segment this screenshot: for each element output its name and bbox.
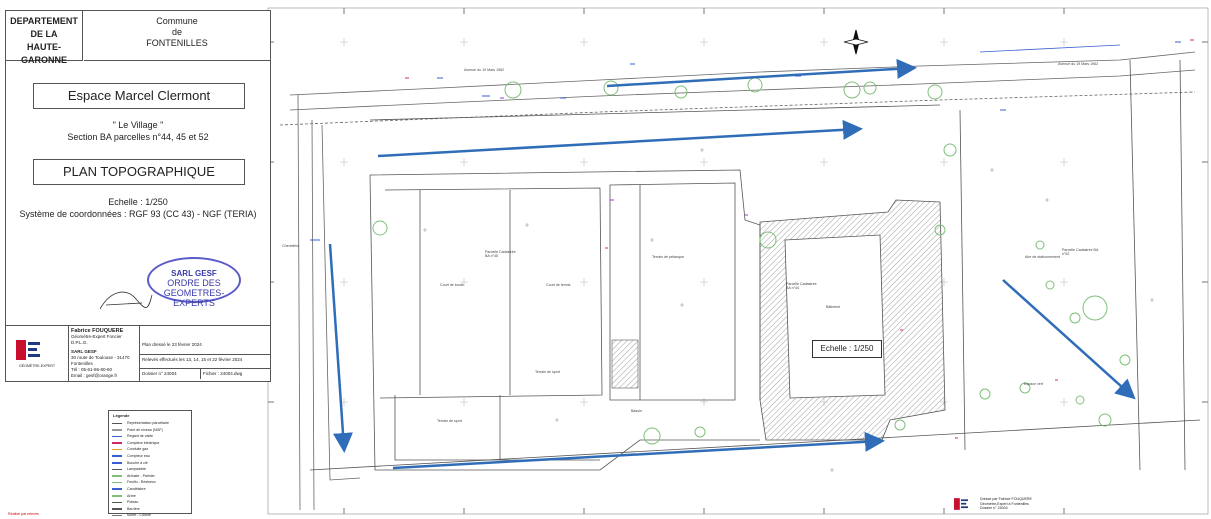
parcel-label: Parcelle Cadastrée BA n°44 — [786, 282, 817, 290]
street-label: Avenue du 19 Mars 1962 — [464, 68, 505, 72]
parcel-label: Parcelle Cadastrée BA n°45 — [485, 250, 516, 258]
area-label: Chenelière — [282, 244, 300, 248]
legend-item: Lampadaire — [109, 466, 191, 473]
legend: Légende Représentation parcellaire Point… — [108, 410, 192, 517]
survey-dates: Relevés effectués les 13, 14, 15 et 22 f… — [140, 354, 270, 365]
geometre-expert-logo — [16, 340, 40, 360]
parcel-label: Parcelle Cadastrée BA n°52 — [1062, 248, 1099, 256]
north-arrow-icon — [843, 29, 869, 55]
flow-arrows — [328, 58, 1136, 470]
legend-item: Conduite gaz — [109, 446, 191, 453]
hatched-annex — [611, 339, 639, 389]
arrow-bottom — [392, 431, 885, 470]
project-title: Espace Marcel Clermont — [33, 83, 245, 109]
survey-points — [423, 148, 1154, 472]
legend-item: Poteau — [109, 499, 191, 506]
building-label: Bâtiment — [826, 305, 841, 309]
legend-item: Feuillu - Résineux — [109, 479, 191, 486]
network-symbols — [310, 39, 1194, 439]
arrow-left — [328, 243, 353, 453]
surveyor-block: Fabrice FOUQUERE Géomètre-Expert Foncier… — [68, 326, 140, 382]
legend-item: Bouche à clé — [109, 460, 191, 467]
bottom-credits: Dressé par Fabrice FOUQUERE Géomètre-Exp… — [980, 497, 1032, 511]
legend-item: Arbre — [109, 493, 191, 500]
legend-item: Point de niveau (NGF) — [109, 427, 191, 434]
area-label: Terrain de pétanque — [652, 255, 684, 259]
logo-text: GÉOMÈTRE-EXPERT — [18, 364, 56, 368]
legend-item: Barrière — [109, 506, 191, 513]
area-label: Bassin — [631, 409, 642, 413]
area-label: Espace vert — [1024, 382, 1043, 386]
area-label: Terrain de sport — [535, 370, 560, 374]
legend-item: Muret - Clôture — [109, 512, 191, 519]
signature — [99, 291, 153, 310]
grid-crosses — [340, 38, 1068, 406]
scale-text: Echelle : 1/250 — [108, 197, 168, 207]
company-stamp: SARL GESF ORDRE DES GEOMETRES-EXPERTS — [147, 257, 241, 308]
commune-cell: Commune de FONTENILLES — [84, 11, 270, 61]
locality-text: " Le Village " Section BA parcelles n°44… — [67, 120, 209, 142]
scale-box: Echelle : 1/250 — [812, 340, 882, 358]
legend-item: Compteur électrique — [109, 440, 191, 447]
title-block-footer: GÉOMÈTRE-EXPERT Fabrice FOUQUERE Géomètr… — [6, 325, 270, 382]
plan-title: PLAN TOPOGRAPHIQUE — [33, 159, 245, 185]
legend-item: Compteur eau — [109, 453, 191, 460]
title-block: DEPARTEMENT DE LA HAUTE-GARONNE Commune … — [5, 10, 271, 382]
frame-ticks — [268, 8, 1208, 514]
coordinate-system: Système de coordonnées : RGF 93 (CC 43) … — [19, 209, 257, 219]
area-label: Court de tennis — [546, 283, 571, 287]
plan-frame — [267, 7, 1209, 515]
legend-item: Candélabre — [109, 486, 191, 493]
arrow-upper — [377, 119, 863, 158]
area-label: Court de boule — [440, 283, 464, 287]
arrow-top — [606, 58, 917, 88]
building-interior — [784, 234, 886, 399]
dossier-number: Dossier n° 24004 — [140, 368, 200, 379]
arrow-right — [1002, 279, 1136, 400]
file-name: Fichier : 24004.dwg — [200, 368, 270, 379]
geometre-expert-logo-small — [954, 498, 968, 510]
area-label: Terrain de sport — [437, 419, 462, 423]
area-label: Aire de stationnement — [1025, 255, 1060, 259]
plan-date: Plan dressé le 23 février 2024 — [142, 342, 202, 347]
legend-item: Représentation parcellaire — [109, 420, 191, 427]
road-left — [297, 94, 361, 511]
legend-item: Regard de visite — [109, 433, 191, 440]
departement-cell: DEPARTEMENT DE LA HAUTE-GARONNE — [6, 11, 83, 65]
parcel-lines — [309, 59, 1201, 471]
bottom-note: Réalisé par relevés — [8, 512, 39, 516]
street-label: Avenue du 19 Mars 1962 — [1058, 62, 1099, 66]
legend-item: Arbuste - Palmier — [109, 473, 191, 480]
vegetation — [372, 77, 1131, 445]
